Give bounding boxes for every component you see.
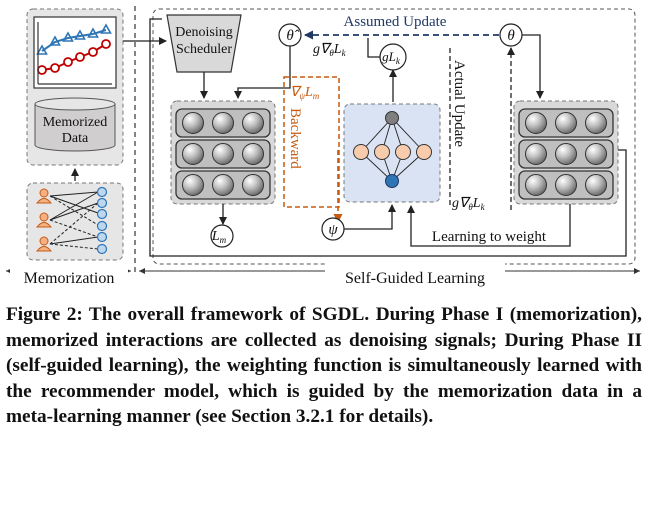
- svg-text:∇ψLm: ∇ψLm: [290, 85, 320, 101]
- actual-grad-symbol: g∇: [452, 196, 471, 211]
- self-guided-learning-phase-label: Self-Guided Learning: [345, 270, 485, 287]
- scheduler-label-1: Denoising: [175, 25, 233, 40]
- scheduler-label-2: Scheduler: [176, 42, 232, 57]
- grad-psi-symbol: ∇: [290, 85, 302, 100]
- memorization-curve-chart: [33, 16, 117, 89]
- assumed-update-label: Assumed Update: [344, 14, 447, 30]
- memorization-phase-label: Memorization: [24, 270, 115, 287]
- memorized-data-cylinder: Memorized Data: [34, 97, 116, 152]
- user-icons: [35, 188, 53, 252]
- assumed-grad-loss-subscript: k: [342, 48, 347, 58]
- glk-node: gLk: [379, 43, 407, 71]
- lm-label: L: [211, 229, 220, 244]
- blue-markers: [36, 23, 112, 55]
- memorized-data-label-1: Memorized: [43, 115, 108, 130]
- svg-text:g∇θLk: g∇θLk: [313, 42, 347, 58]
- psi-node: ψ: [321, 217, 345, 241]
- assumed-grad-symbol: g∇: [313, 42, 332, 57]
- weighting-network: [343, 103, 441, 203]
- line-glk-to-update: [367, 38, 380, 58]
- arrow-theta-hat-to-model: [234, 46, 291, 99]
- theta-hat-node: θ̂: [278, 23, 302, 47]
- actual-grad-loss: L: [472, 196, 481, 211]
- glk-label: gL: [382, 49, 396, 64]
- item-nodes: [96, 186, 108, 255]
- arrow-theta-to-model: [522, 34, 544, 99]
- assumed-grad-subscript: θ: [329, 48, 334, 58]
- theta-node: θ: [499, 23, 523, 47]
- arrow-psi-to-weight-net: [344, 204, 396, 230]
- denoising-scheduler: Denoising Scheduler: [166, 14, 242, 73]
- psi-label: ψ: [328, 222, 338, 238]
- actual-update-label: Actual Update: [451, 60, 467, 147]
- glk-subscript: k: [396, 56, 401, 66]
- memorization-panel: Memorized Data: [26, 8, 124, 166]
- actual-update-group: Actual Update g∇θLk: [449, 47, 515, 212]
- figure-caption: Figure 2: The overall framework of SGDL.…: [6, 304, 642, 428]
- actual-grad-subscript: θ: [468, 202, 473, 212]
- grad-psi-subscript: ψ: [299, 91, 305, 101]
- recommender-model-left: [170, 100, 276, 205]
- arrow-learning-to-weight: [407, 204, 571, 247]
- recommender-model-right: [513, 100, 619, 205]
- backward-box: ∇ψLm Backward: [283, 76, 340, 208]
- user-item-bipartite-graph: [26, 182, 124, 261]
- grad-psi-loss: L: [304, 85, 313, 100]
- grad-psi-loss-subscript: m: [313, 91, 320, 101]
- lm-subscript: m: [220, 235, 227, 245]
- lm-node: Lm: [210, 224, 234, 248]
- framework-diagram: Memorized Data: [6, 6, 640, 287]
- svg-text:g∇θLk: g∇θLk: [452, 196, 486, 212]
- backward-label: Backward: [287, 108, 303, 169]
- memorized-data-label-2: Data: [62, 131, 89, 146]
- outer-feedback-loop: [149, 18, 627, 257]
- theta-label: θ: [507, 28, 515, 44]
- assumed-grad-loss: L: [333, 42, 342, 57]
- actual-grad-loss-subscript: k: [481, 202, 486, 212]
- phase-labels: Memorization Self-Guided Learning: [6, 262, 640, 287]
- svg-text:Lm: Lm: [211, 229, 227, 245]
- red-markers: [37, 39, 111, 75]
- learning-to-weight-label: Learning to weight: [432, 229, 547, 245]
- svg-text:gLk: gLk: [382, 49, 401, 66]
